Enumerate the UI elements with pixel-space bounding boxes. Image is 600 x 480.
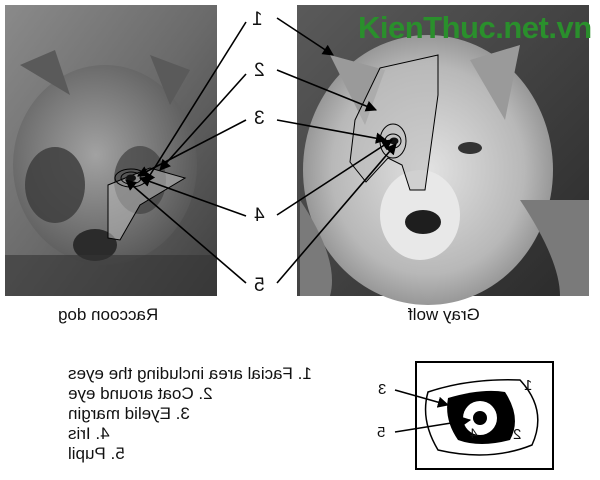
callout-number-5: 5 [254,275,265,297]
schematic-label-4-text: 4 [470,425,478,441]
legend-item-iris: 4. Iris [68,424,110,443]
legend-item-eyelid: 3. Eyelid margin [68,404,190,423]
legend-item-coat: 2. Coat around eye [68,384,213,403]
callout-number-4: 4 [254,205,265,227]
callout-number-3-text: 3 [254,108,265,129]
callout-number-5-text: 5 [254,275,265,296]
legend-item-facial-area: 1. Facial area including the eyes [68,364,312,383]
schematic-label-1: 1 [524,377,532,394]
schematic-label-3: 3 [378,381,386,398]
kienthuc-watermark: KienThuc.net.vn [358,10,592,46]
schematic-label-3-text: 3 [378,381,387,398]
gray-wolf-caption: Gray wolf [408,305,480,324]
callout-number-2: 2 [254,60,265,82]
eye-schematic [394,361,554,470]
callout-number-3: 3 [254,108,265,130]
schematic-label-4: 4 [470,425,478,441]
schematic-label-5-text: 5 [377,424,386,441]
watermark-suffix: .vn [548,10,592,45]
legend-item-pupil: 5. Pupil [68,444,125,463]
schematic-label-2-text: 2 [513,426,522,443]
callout-number-4-text: 4 [254,205,265,226]
watermark-text: KienThuc.net [358,10,549,45]
callout-number-1: 1 [252,9,263,31]
raccoon-dog-caption: Raccoon dog [58,305,159,324]
gray-wolf-region-outlines [349,54,439,191]
schematic-label-2: 2 [513,426,521,443]
raccoon-dog-photo [5,5,217,296]
schematic-label-1-text: 1 [524,377,533,394]
schematic-label-5: 5 [377,424,385,441]
callout-number-1-text: 1 [252,9,263,30]
callout-number-2-text: 2 [254,60,265,81]
callout-leader-lines [125,17,397,284]
legend-list: 1. Facial area including the eyes 2. Coa… [68,364,368,464]
gray-wolf-photo [297,5,589,305]
